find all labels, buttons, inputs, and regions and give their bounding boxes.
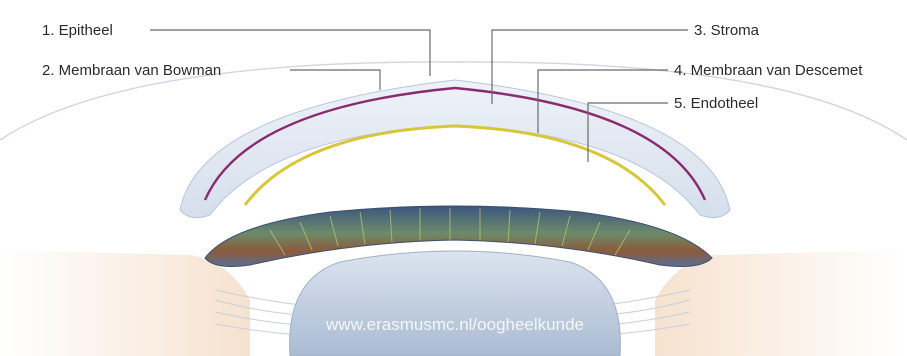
label-descemet: 4. Membraan van Descemet	[674, 62, 863, 79]
leader-bowman	[290, 70, 380, 90]
tissue-left	[0, 250, 250, 356]
watermark: www.erasmusmc.nl/oogheelkunde	[325, 315, 584, 334]
label-epitheel: 1. Epitheel	[42, 22, 113, 39]
lens	[290, 251, 621, 356]
cornea	[180, 80, 730, 218]
label-endotheel: 5. Endotheel	[674, 95, 758, 112]
label-bowman: 2. Membraan van Bowman	[42, 62, 221, 79]
label-stroma: 3. Stroma	[694, 22, 760, 39]
